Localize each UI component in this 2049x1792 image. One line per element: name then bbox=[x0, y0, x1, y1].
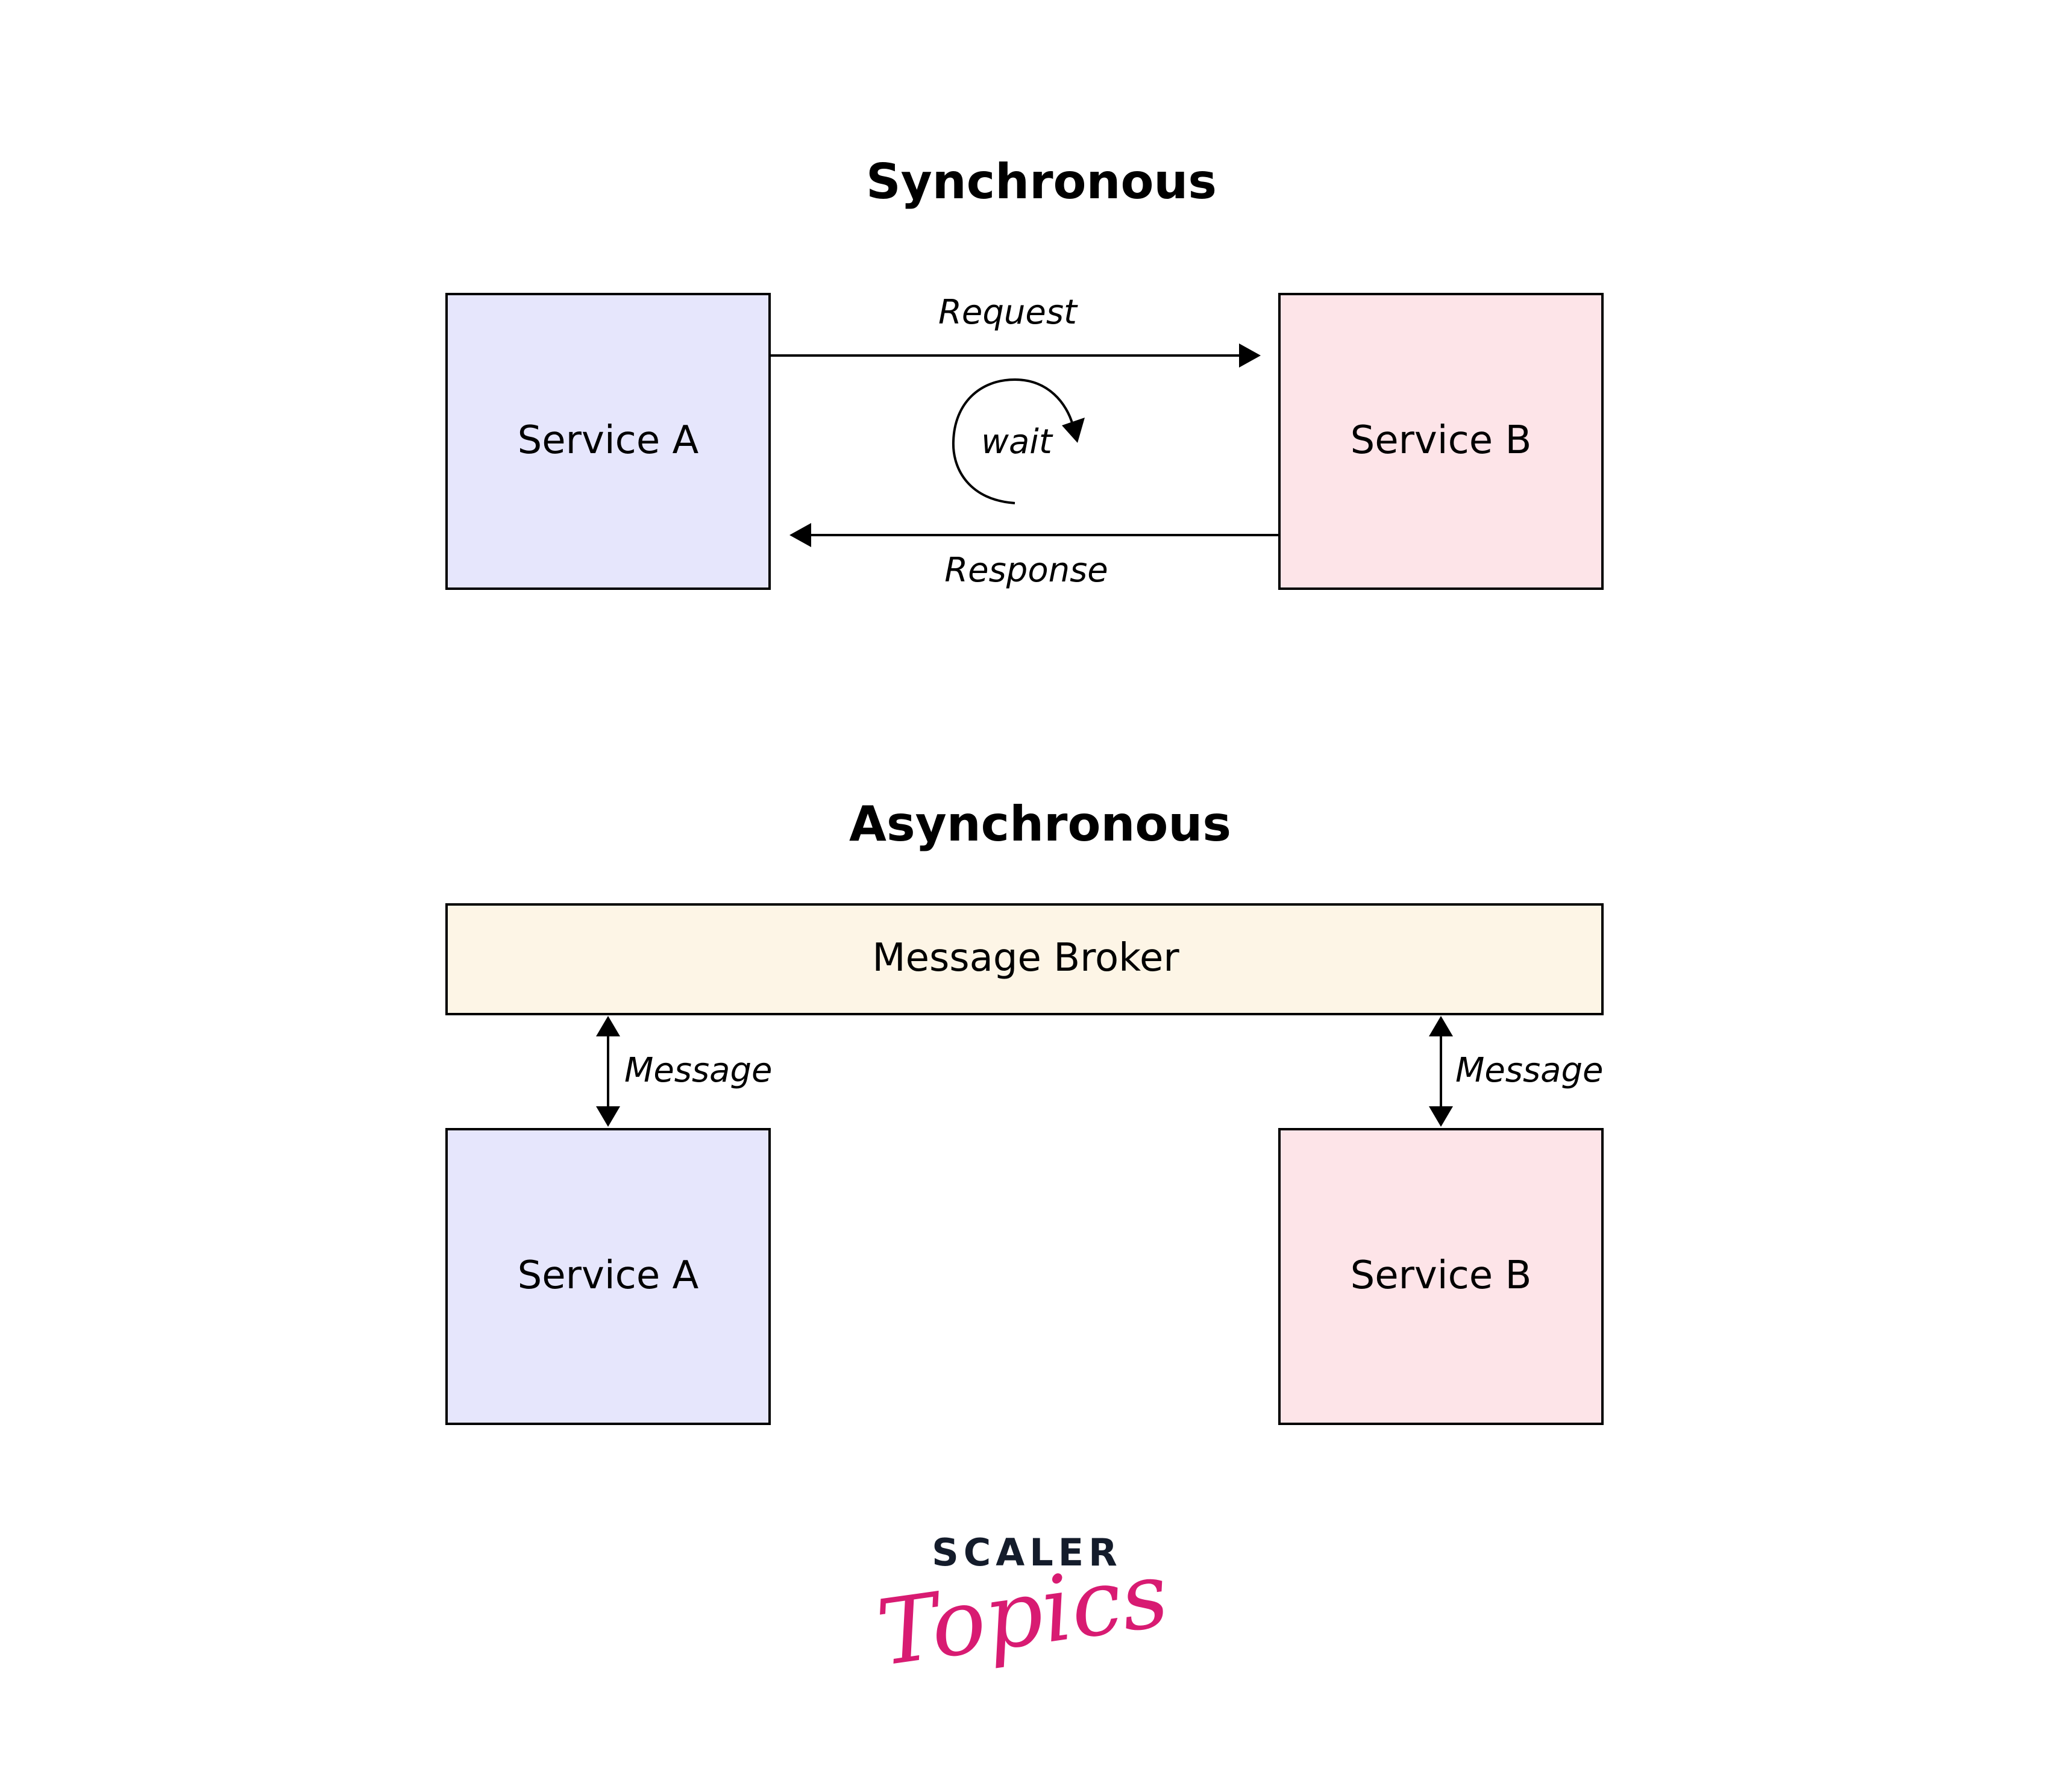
response-arrow bbox=[789, 523, 1278, 547]
wait-label: wait bbox=[981, 422, 1053, 462]
logo-scaler-text: SCALER bbox=[932, 1530, 1122, 1574]
response-arrowhead-icon bbox=[789, 523, 811, 547]
sync-service-a-label: Service A bbox=[518, 418, 699, 463]
async-service-b-label: Service B bbox=[1351, 1253, 1532, 1298]
request-arrow bbox=[771, 343, 1261, 368]
scaler-topics-logo: SCALER Topics bbox=[871, 1530, 1174, 1687]
sync-service-a-box bbox=[445, 293, 771, 590]
wait-cycle-icon bbox=[952, 378, 1085, 504]
message-label-right: Message bbox=[1455, 1051, 1603, 1090]
message-label-left: Message bbox=[624, 1051, 772, 1090]
message-broker-node[interactable]: Message Broker bbox=[445, 903, 1604, 1015]
message-arrow-left bbox=[596, 1016, 620, 1127]
message-broker-box bbox=[445, 903, 1604, 1015]
async-service-a-box bbox=[445, 1128, 771, 1425]
up-arrowhead-icon bbox=[1429, 1016, 1453, 1036]
request-label: Request bbox=[938, 293, 1078, 332]
sync-service-a-node[interactable]: Service A bbox=[445, 293, 771, 590]
down-arrowhead-icon bbox=[1429, 1106, 1453, 1127]
async-service-b-node[interactable]: Service B bbox=[1278, 1128, 1604, 1425]
up-arrowhead-icon bbox=[596, 1016, 620, 1036]
async-service-a-node[interactable]: Service A bbox=[445, 1128, 771, 1425]
sync-service-b-box bbox=[1278, 293, 1604, 590]
async-service-a-label: Service A bbox=[518, 1253, 699, 1298]
async-title: Asynchronous bbox=[849, 796, 1231, 852]
message-arrow-right bbox=[1429, 1016, 1453, 1127]
sync-service-b-node[interactable]: Service B bbox=[1278, 293, 1604, 590]
async-service-b-box bbox=[1278, 1128, 1604, 1425]
response-label: Response bbox=[944, 551, 1108, 590]
message-broker-label: Message Broker bbox=[872, 936, 1179, 980]
request-arrowhead-icon bbox=[1239, 343, 1261, 368]
logo-topics-text: Topics bbox=[871, 1542, 1174, 1687]
down-arrowhead-icon bbox=[596, 1106, 620, 1127]
sync-service-b-label: Service B bbox=[1351, 418, 1532, 463]
sync-title: Synchronous bbox=[866, 154, 1217, 210]
